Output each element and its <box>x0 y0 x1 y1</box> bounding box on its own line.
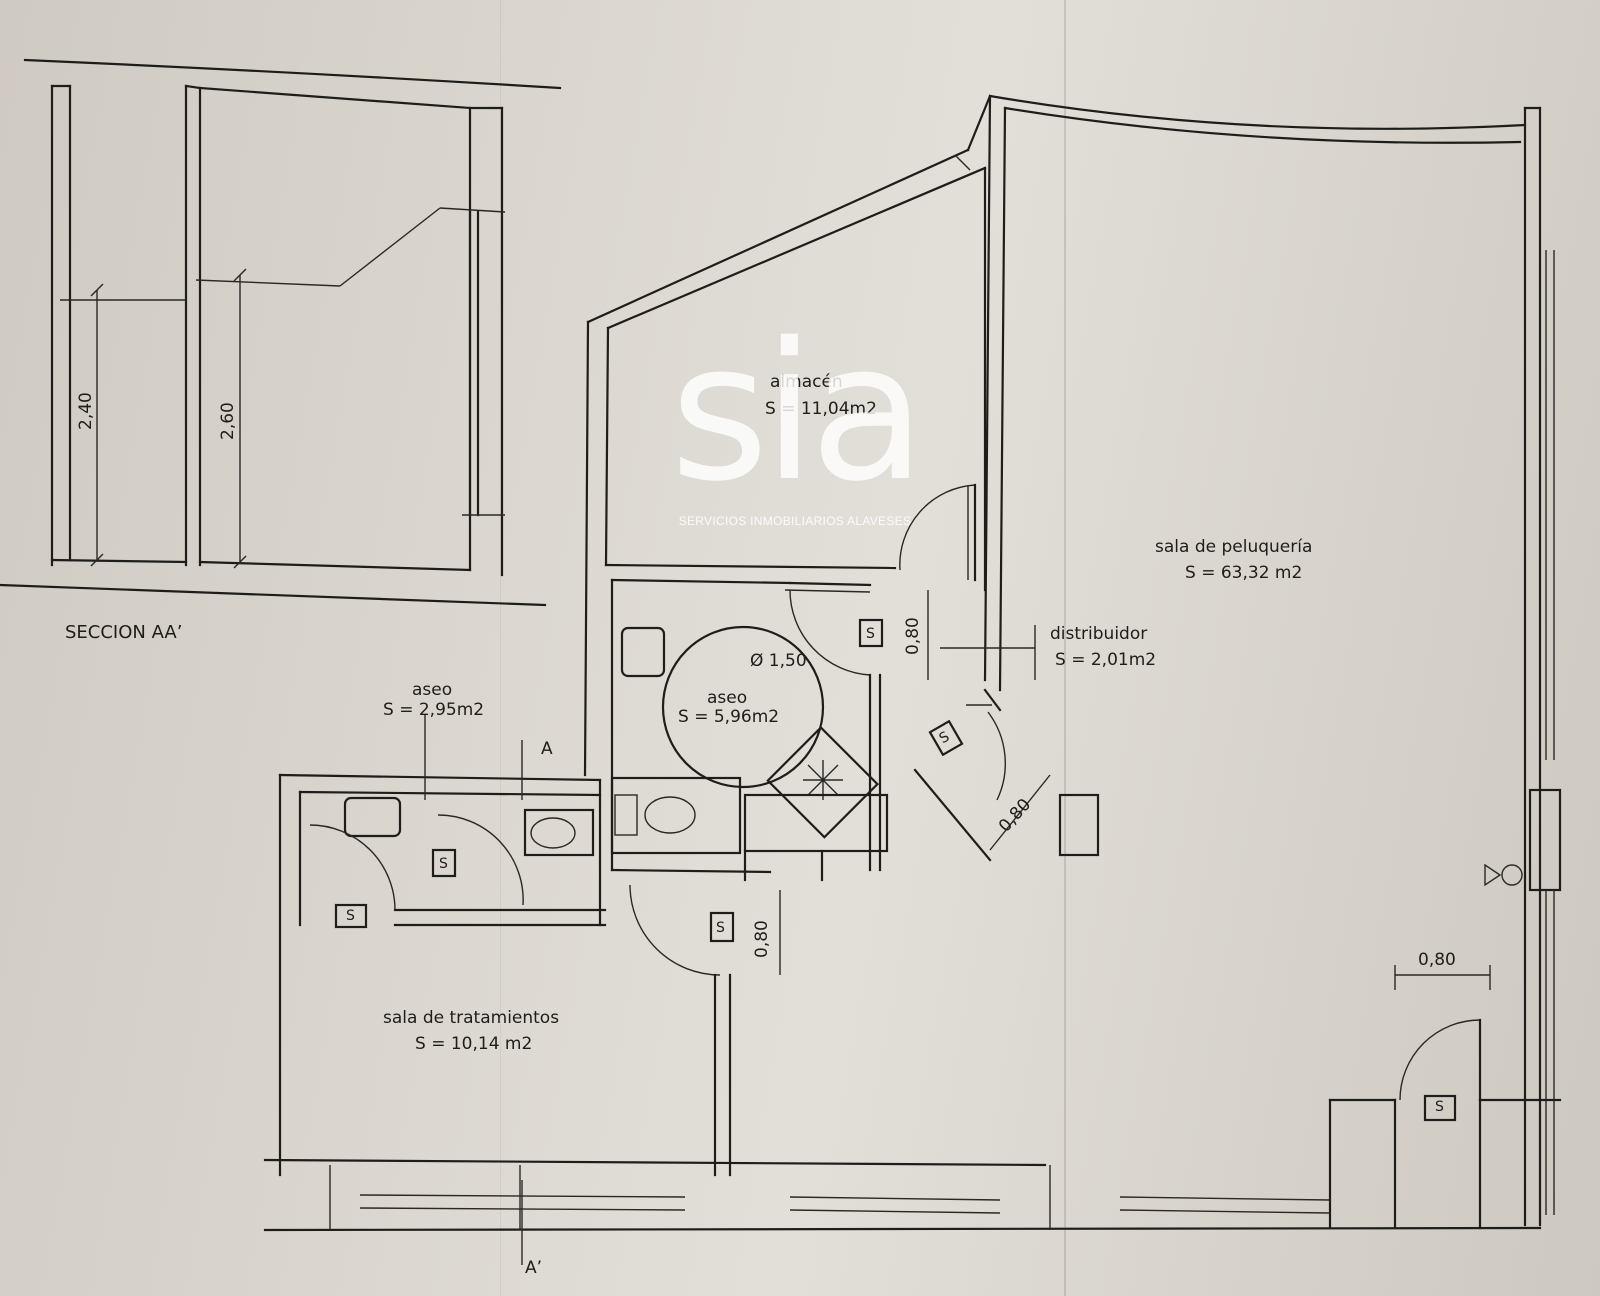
almacen-walls <box>583 94 992 777</box>
almacen-door <box>899 483 977 582</box>
paper-fold <box>1064 0 1066 1296</box>
section-marker-a: A <box>541 739 553 759</box>
dimension-tratamientos-door: 0,80 <box>752 920 772 958</box>
watermark-tagline: SERVICIOS INMOBILIARIOS ALAVESES <box>678 514 912 528</box>
aseo-big-name: aseo <box>707 688 748 708</box>
section-drawing <box>0 58 562 607</box>
tratamientos-walls <box>263 884 1562 1232</box>
aseo-big-walls <box>610 578 889 882</box>
watermark-brand: sia <box>669 302 926 523</box>
dimension-distribuidor-door: 0,80 <box>903 617 923 655</box>
section-height-right: 2,60 <box>218 402 238 440</box>
dimension-entrance-door: 0,80 <box>1418 950 1456 970</box>
aseo-small-area: S = 2,95m2 <box>383 700 485 720</box>
aseo-small-name: aseo <box>412 680 453 700</box>
turning-circle-dimension: Ø 1,50 <box>750 651 807 671</box>
symbol-s-6: S <box>1435 1099 1444 1115</box>
distribuidor-door <box>913 625 1100 862</box>
peluqueria-area: S = 63,32 m2 <box>1185 563 1303 583</box>
peluqueria-name: sala de peluquería <box>1155 537 1313 557</box>
dimension-lines <box>779 590 1491 990</box>
symbol-s-5: S <box>716 920 725 936</box>
distribuidor-name: distribuidor <box>1050 624 1148 644</box>
section-marker-a-prime: A’ <box>525 1258 543 1278</box>
section-title: SECCION AA’ <box>65 622 183 643</box>
tratamientos-name: sala de tratamientos <box>383 1008 560 1028</box>
sia-watermark-logo: sia SERVICIOS INMOBILIARIOS ALAVESES <box>660 302 930 529</box>
aseo-big-area: S = 5,96m2 <box>678 707 780 727</box>
section-height-left: 2,40 <box>76 392 96 430</box>
paper-fold-left <box>500 0 501 1296</box>
aseo-small-walls <box>278 773 607 1177</box>
peluqueria-walls <box>983 94 1562 1227</box>
symbol-s-3: S <box>439 856 448 872</box>
smoke-detector-icons <box>334 618 1457 1122</box>
distribuidor-area: S = 2,01m2 <box>1055 650 1157 670</box>
tratamientos-area: S = 10,14 m2 <box>415 1034 533 1054</box>
almacen-name: almacén <box>770 372 843 392</box>
symbol-s-1: S <box>866 626 875 642</box>
symbol-s-4: S <box>346 908 355 924</box>
almacen-area: S = 11,04m2 <box>765 399 877 419</box>
